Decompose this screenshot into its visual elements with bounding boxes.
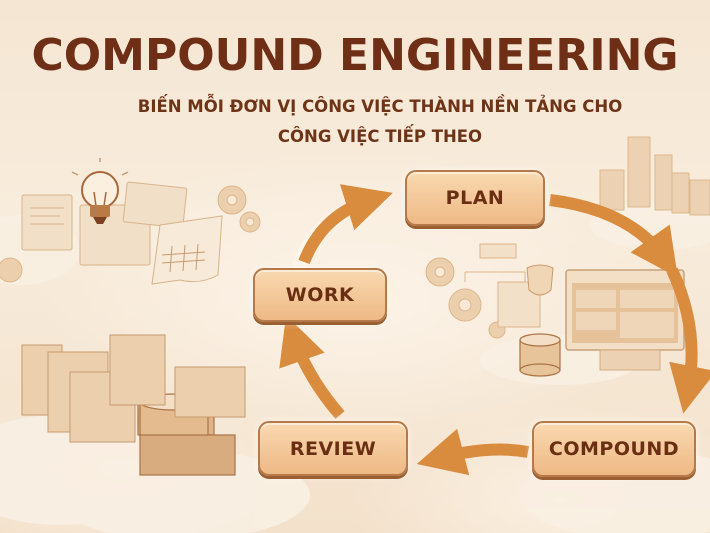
arrow-compound-down <box>666 267 710 414</box>
city-buildings-icon <box>599 136 710 216</box>
node-plan[interactable]: PLAN <box>405 170 545 226</box>
page-title: COMPOUND ENGINEERING <box>31 30 679 81</box>
document-icon <box>21 181 188 266</box>
monitor-dashboard-icon <box>565 269 685 371</box>
subtitle-line-1: BIẾN MỖI ĐƠN VỊ CÔNG VIỆC THÀNH NỀN TẢNG… <box>137 97 623 116</box>
arrow-review-to-work <box>279 315 345 419</box>
node-work[interactable]: WORK <box>253 268 387 322</box>
chart-sheet-icon <box>151 215 223 285</box>
gear-icon <box>0 185 506 339</box>
page-subtitle: BIẾN MỖI ĐƠN VỊ CÔNG VIỆC THÀNH NỀN TẢNG… <box>80 92 680 152</box>
books-icon <box>21 334 246 443</box>
arrow-compound-to-review <box>416 428 530 476</box>
lightbulb-icon <box>71 158 129 224</box>
node-compound[interactable]: COMPOUND <box>532 421 696 477</box>
node-review[interactable]: REVIEW <box>258 421 408 476</box>
arrow-work-to-plan <box>298 184 393 265</box>
arrow-plan-to-compound <box>549 194 678 278</box>
subtitle-line-2: CÔNG VIỆC TIẾP THEO <box>277 127 483 146</box>
shield-icon <box>526 264 554 296</box>
